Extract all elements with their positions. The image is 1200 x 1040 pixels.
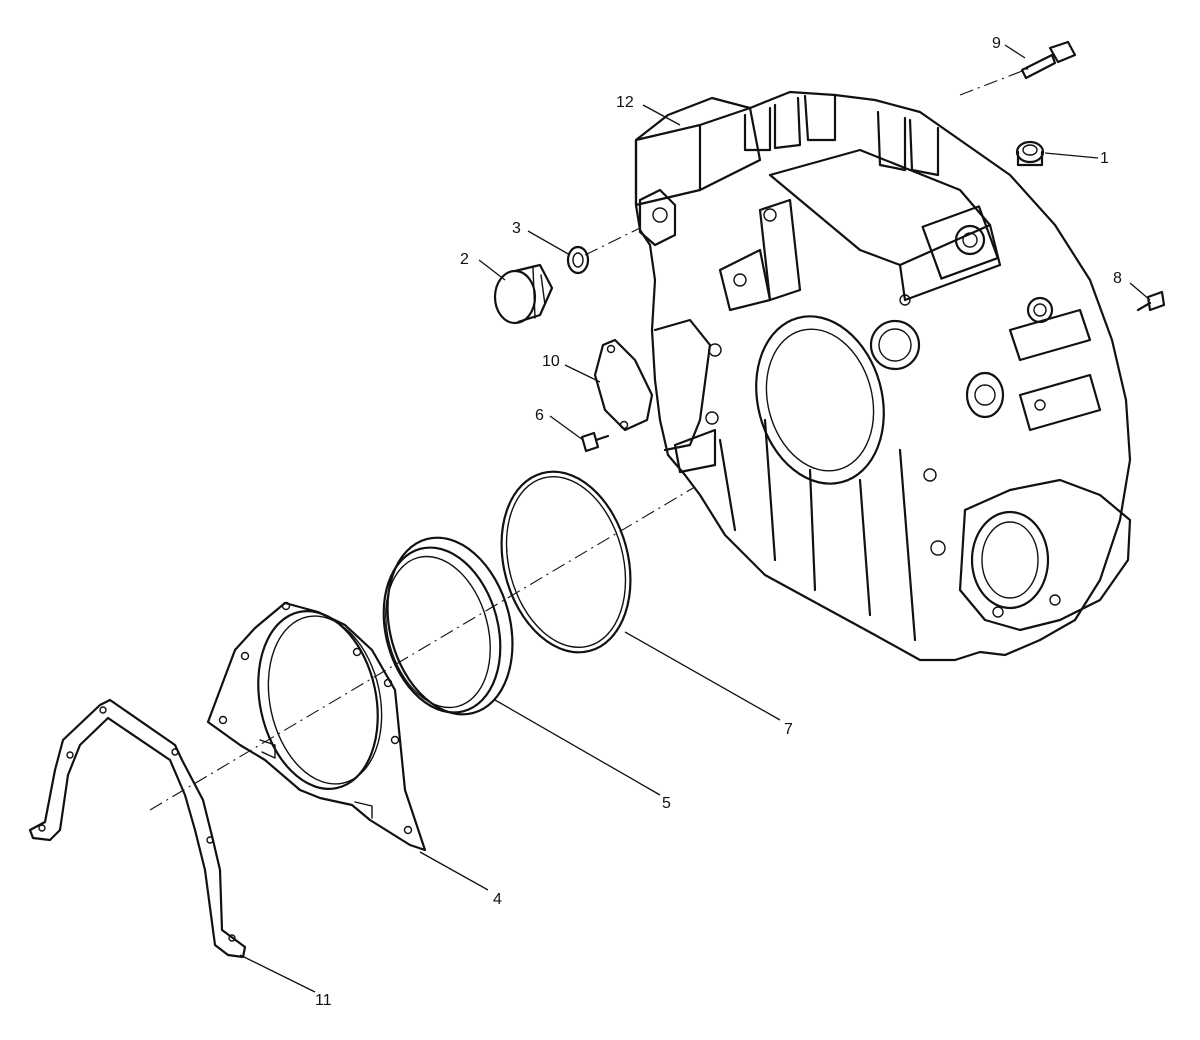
part-9-bolt	[1020, 40, 1077, 80]
part-3-seal-ring	[566, 245, 590, 275]
part-5-seal	[382, 536, 514, 716]
callout-7: 7	[784, 721, 793, 738]
callout-11: 11	[315, 992, 332, 1009]
callout-12: 12	[616, 94, 634, 111]
part-4-seal-housing	[206, 601, 427, 852]
callout-5: 5	[662, 795, 671, 812]
callout-2: 2	[460, 251, 469, 268]
part-8-bolt	[1136, 290, 1166, 312]
callout-3: 3	[512, 220, 521, 237]
bolt-axis	[959, 67, 1031, 96]
part-11-gasket	[28, 698, 247, 959]
part-6-screw	[580, 431, 610, 453]
leader-lines	[239, 44, 1151, 993]
callout-10: 10	[542, 353, 560, 370]
part-10-cover-plate	[593, 338, 654, 432]
part-7-o-ring	[500, 470, 632, 654]
callout-1: 1	[1100, 150, 1109, 167]
plug-axis	[584, 227, 641, 256]
part-1-plug	[1015, 140, 1045, 167]
callout-9: 9	[992, 35, 1001, 52]
callout-4: 4	[493, 891, 502, 908]
flywheel-housing	[634, 90, 1132, 662]
callout-8: 8	[1113, 270, 1122, 287]
part-2-plug	[493, 263, 554, 325]
callout-6: 6	[535, 407, 544, 424]
